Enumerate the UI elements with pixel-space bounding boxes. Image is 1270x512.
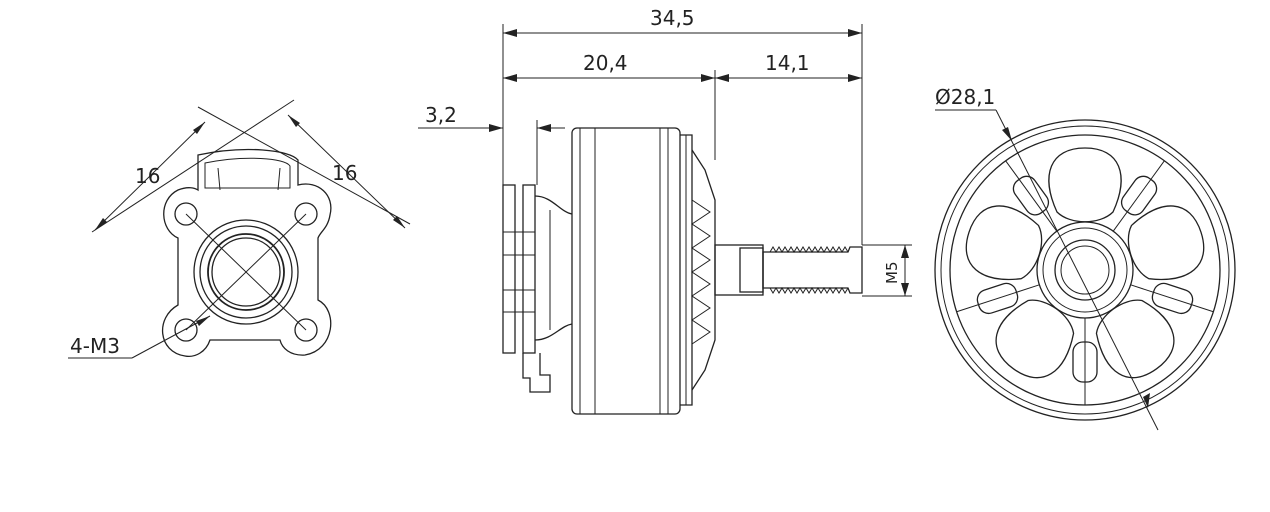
base-mount-view: 16 16 4-M3 (68, 99, 411, 359)
motor-side-view: 34,5 20,4 14,1 3,2 (418, 6, 912, 415)
motor-front-view (934, 119, 1236, 421)
diameter-dimension: Ø28,1 (935, 85, 1159, 431)
shaft-length-label: 14,1 (765, 51, 810, 75)
diameter-label: Ø28,1 (935, 85, 995, 109)
hole-spacing-right-label: 16 (332, 161, 357, 185)
hole-spacing-left-label: 16 (135, 164, 160, 188)
base-thickness-label: 3,2 (425, 103, 457, 127)
overall-length-label: 34,5 (650, 6, 695, 30)
shaft-thread-label: M5 (883, 262, 901, 285)
body-length-label: 20,4 (583, 51, 628, 75)
mount-holes-label: 4-M3 (70, 334, 120, 358)
